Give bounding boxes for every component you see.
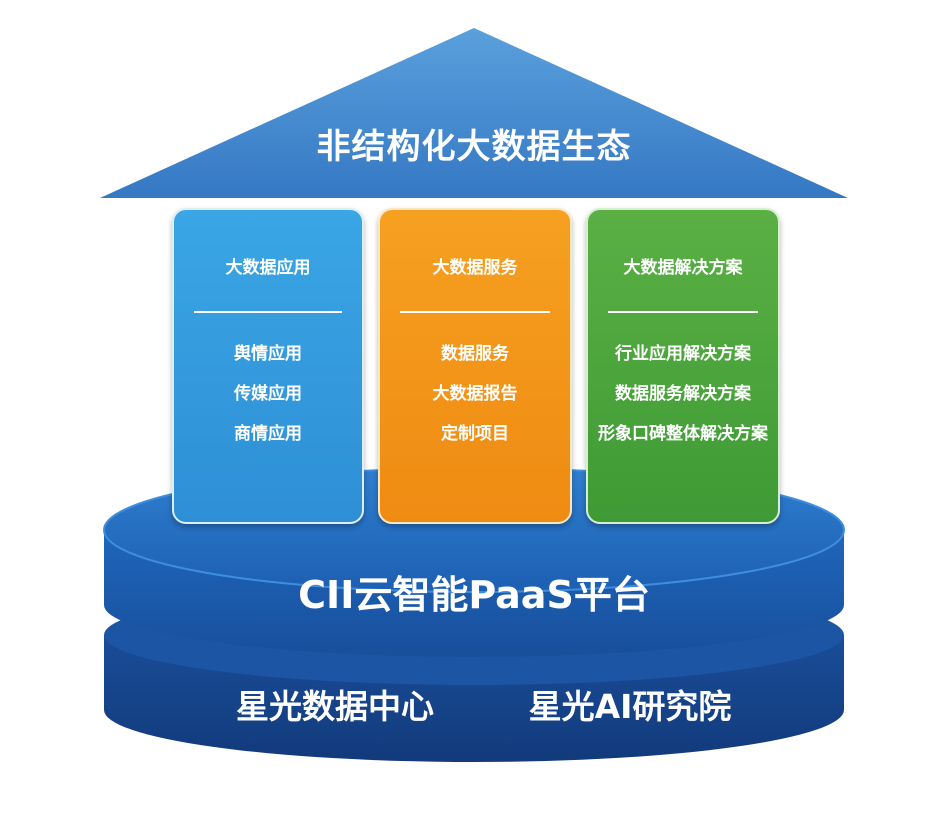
pillar-divider [608, 311, 758, 313]
pillar-item: 传媒应用 [234, 384, 302, 404]
pillar-item: 大数据报告 [432, 384, 518, 404]
platform-label: CII云智能PaaS平台 [298, 573, 650, 617]
pillar-item: 商情应用 [234, 424, 302, 444]
pillar-item-list: 数据服务 大数据报告 定制项目 [380, 342, 570, 462]
pillar-item-list: 行业应用解决方案 数据服务解决方案 形象口碑整体解决方案 [588, 342, 778, 462]
roof-triangle [100, 28, 848, 198]
pillar-big-data-solutions: 大数据解决方案 行业应用解决方案 数据服务解决方案 形象口碑整体解决方案 [586, 208, 780, 524]
pillar-item: 舆情应用 [234, 344, 302, 364]
pillar-item: 数据服务解决方案 [615, 384, 751, 404]
pillar-title: 大数据服务 [432, 258, 518, 278]
pillar-title: 大数据应用 [225, 258, 311, 278]
pillar-item: 数据服务 [441, 344, 509, 364]
pillar-big-data-applications: 大数据应用 舆情应用 传媒应用 商情应用 [172, 208, 364, 524]
pillar-big-data-services: 大数据服务 数据服务 大数据报告 定制项目 [378, 208, 572, 524]
pillar-divider [400, 311, 550, 313]
pillar-item: 形象口碑整体解决方案 [598, 424, 768, 444]
foundation-right-label: 星光AI研究院 [528, 687, 732, 726]
foundation-left-label: 星光数据中心 [236, 687, 434, 726]
pillar-item: 行业应用解决方案 [615, 344, 751, 364]
roof-title: 非结构化大数据生态 [316, 127, 632, 167]
pillar-divider [194, 311, 342, 313]
pillar-item-list: 舆情应用 传媒应用 商情应用 [174, 342, 362, 462]
pillar-title: 大数据解决方案 [623, 258, 743, 278]
pillar-item: 定制项目 [441, 424, 509, 444]
